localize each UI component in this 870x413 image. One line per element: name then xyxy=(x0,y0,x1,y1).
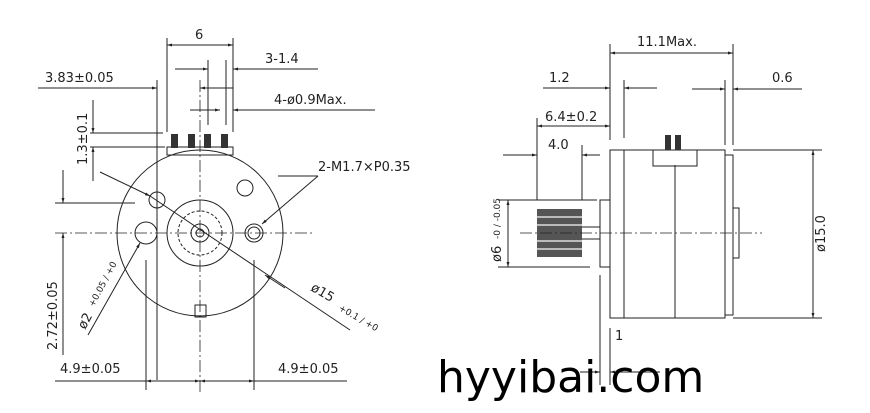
dim-width: 6 xyxy=(195,28,203,43)
dim-gear-dia: ø6 xyxy=(490,246,505,262)
dim-height: 2.72±0.05 xyxy=(46,281,61,350)
pins xyxy=(171,134,228,148)
dim-left-spacing: 4.9±0.05 xyxy=(60,362,121,377)
dim-flange: 1.2 xyxy=(549,71,570,86)
dim-body-dia-side: ø15.0 xyxy=(814,215,829,252)
dim-hub: 1 xyxy=(615,329,623,344)
dim-right-spacing: 4.9±0.05 xyxy=(278,362,339,377)
notch xyxy=(194,304,207,318)
dim-gear: 4.0 xyxy=(548,138,569,153)
front-view: 6 3-1.4 3.83±0.05 4-ø0.9Max. 1.3±0.1 2-M… xyxy=(38,28,411,395)
hole-top-right xyxy=(236,179,254,197)
side-view: 11.1Max. 1.2 0.6 6.4±0.2 4.0 ø6 -0 / -0.… xyxy=(490,35,829,385)
dim-shaft: 6.4±0.2 xyxy=(545,110,597,125)
dim-pin-height: 1.3±0.1 xyxy=(76,113,91,165)
dim-pitch: 3-1.4 xyxy=(265,52,299,67)
end-cap xyxy=(724,154,734,316)
dim-hole-tol: +0.05 / +0 xyxy=(87,260,119,309)
dim-offset: 3.83±0.05 xyxy=(45,71,114,86)
connector-slot xyxy=(652,149,698,167)
dim-gear-tol: -0 / -0.05 xyxy=(493,198,503,239)
dim-length: 11.1Max. xyxy=(637,35,697,50)
dim-body-tol: +0.1 / +0 xyxy=(336,304,379,335)
dim-endcap: 0.6 xyxy=(772,71,793,86)
watermark: hyyibai.com xyxy=(437,352,704,403)
motor-body xyxy=(609,149,726,319)
dim-pins: 4-ø0.9Max. xyxy=(274,93,347,108)
dim-thread: 2-M1.7×P0.35 xyxy=(318,160,411,175)
dim-body-dia: ø15 xyxy=(308,280,337,305)
shaft-hub xyxy=(599,199,611,268)
dim-hole-dia: ø2 xyxy=(75,311,96,332)
